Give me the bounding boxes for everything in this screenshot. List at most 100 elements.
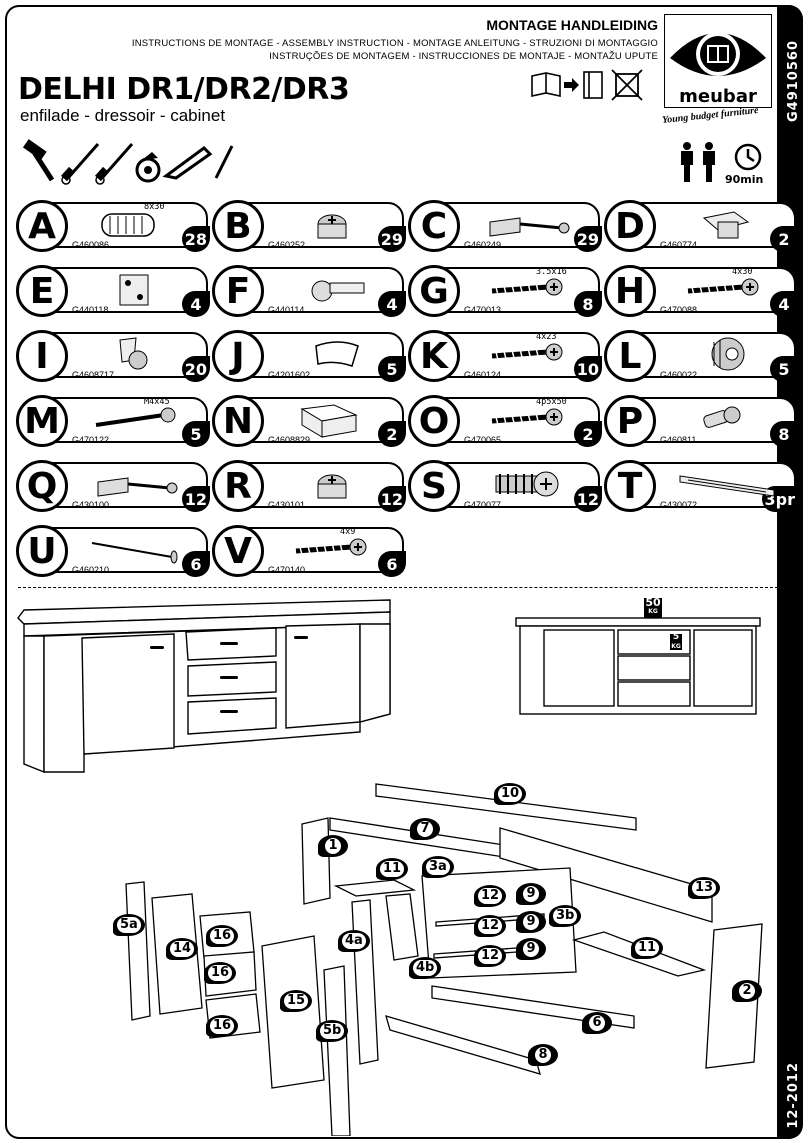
- part-quantity: 28: [181, 226, 210, 252]
- panel-number: 8: [535, 1047, 551, 1063]
- cam-lock-icon: [317, 214, 347, 239]
- part-letter: I: [16, 330, 68, 382]
- part-quantity: 8: [574, 291, 602, 317]
- part-dimension: 4p5x50: [536, 397, 567, 407]
- peg-icon: [703, 406, 741, 428]
- sidebar-strip: [777, 5, 803, 1139]
- part-code: G4201602: [268, 370, 311, 380]
- panel-label: 9: [516, 911, 546, 933]
- panel-label: 8: [528, 1044, 558, 1066]
- nail-icon: [91, 542, 178, 564]
- panel-label: 10: [494, 783, 527, 805]
- panel-number: 9: [523, 914, 539, 930]
- panel-label: 1: [318, 835, 348, 857]
- part-quantity: 2: [770, 226, 798, 252]
- screw-icon: [295, 538, 367, 556]
- part-letter: J: [212, 330, 264, 382]
- bolt-icon: [95, 407, 176, 427]
- part-code: G430101: [268, 500, 306, 510]
- header-languages-1: INSTRUCTIONS DE MONTAGE - ASSEMBLY INSTR…: [131, 38, 658, 49]
- product-subtitle: enfilade - dressoir - cabinet: [20, 106, 226, 125]
- part-quantity: 29: [573, 226, 602, 252]
- part-letter: M: [16, 395, 68, 447]
- part-letter: C: [408, 200, 460, 252]
- panel-label: 12: [474, 945, 507, 967]
- document-code: G4910560: [786, 40, 801, 122]
- panel-label: 9: [516, 938, 546, 960]
- part-code: G460210: [72, 565, 110, 575]
- part-dimension: 8x30: [144, 202, 165, 212]
- hinge-icon: [311, 280, 365, 302]
- screw-icon: [491, 343, 563, 361]
- part-quantity: 2: [574, 421, 602, 447]
- assembly-time: 90min: [725, 173, 764, 186]
- two-persons-icon: [681, 142, 715, 182]
- part-dimension: 4x9: [340, 527, 356, 537]
- part-card-c: C G460249 29: [408, 196, 602, 256]
- panel-number: 10: [498, 786, 523, 802]
- screw-icon: [491, 278, 563, 296]
- panel-label: 2: [732, 980, 762, 1002]
- section-divider: [18, 587, 778, 588]
- block-icon: [300, 404, 358, 438]
- drawer-runner-icon: [679, 475, 774, 497]
- book-icon: [531, 72, 561, 97]
- cam-bolt-icon: [489, 217, 570, 237]
- flat-screwdriver-icon: [95, 143, 134, 185]
- no-return-icon: [611, 69, 643, 101]
- screw-icon: [491, 408, 563, 426]
- header-languages-2: INSTRUÇÕES DE MONTAGEM - INSTRUCCIONES D…: [269, 51, 658, 62]
- part-dimension: M4x45: [144, 397, 170, 407]
- part-card-i: I G4608717 20: [16, 326, 210, 386]
- panel-label: 7: [410, 818, 440, 840]
- tape-measure-icon: [135, 152, 161, 183]
- document-date: 12-2012: [786, 1062, 801, 1129]
- header-title: MONTAGE HANDLEIDING: [486, 17, 658, 33]
- panel-number: 13: [692, 880, 717, 896]
- part-letter: Q: [16, 460, 68, 512]
- panel-number: 12: [478, 948, 503, 964]
- phillips-screwdriver-icon: [61, 143, 100, 185]
- brand-name: meubar: [670, 86, 766, 107]
- part-letter: E: [16, 265, 68, 317]
- panel-number: 2: [739, 983, 755, 999]
- part-quantity: 2: [378, 421, 406, 447]
- panel-number: 12: [478, 888, 503, 904]
- panel-number: 16: [210, 1018, 235, 1034]
- panel-number: 6: [589, 1015, 605, 1031]
- part-letter: B: [212, 200, 264, 252]
- manual-icons: [531, 69, 643, 101]
- part-quantity: 12: [573, 486, 602, 512]
- panel-number: 4a: [342, 933, 366, 949]
- part-quantity: 20: [181, 356, 210, 382]
- required-tools: [22, 139, 234, 185]
- part-code: G470122: [72, 435, 110, 445]
- shelf-support-icon: [119, 337, 148, 370]
- pencil-icon: [214, 145, 234, 179]
- part-letter: O: [408, 395, 460, 447]
- panel-number: 9: [523, 941, 539, 957]
- panel-number: 11: [380, 861, 405, 877]
- panel-label: 16: [204, 962, 237, 984]
- euro-screw-icon: [495, 471, 559, 497]
- part-code: G460249: [464, 240, 502, 250]
- panel-label: 6: [582, 1012, 612, 1034]
- part-letter: F: [212, 265, 264, 317]
- part-letter: D: [604, 200, 656, 252]
- cabinet-load-diagram: [515, 617, 761, 715]
- part-code: G4608717: [72, 370, 115, 380]
- part-letter: T: [604, 460, 656, 512]
- part-quantity: 29: [377, 226, 406, 252]
- exploded-panels: [125, 783, 763, 1136]
- part-dimension: 3.5x16: [536, 267, 567, 277]
